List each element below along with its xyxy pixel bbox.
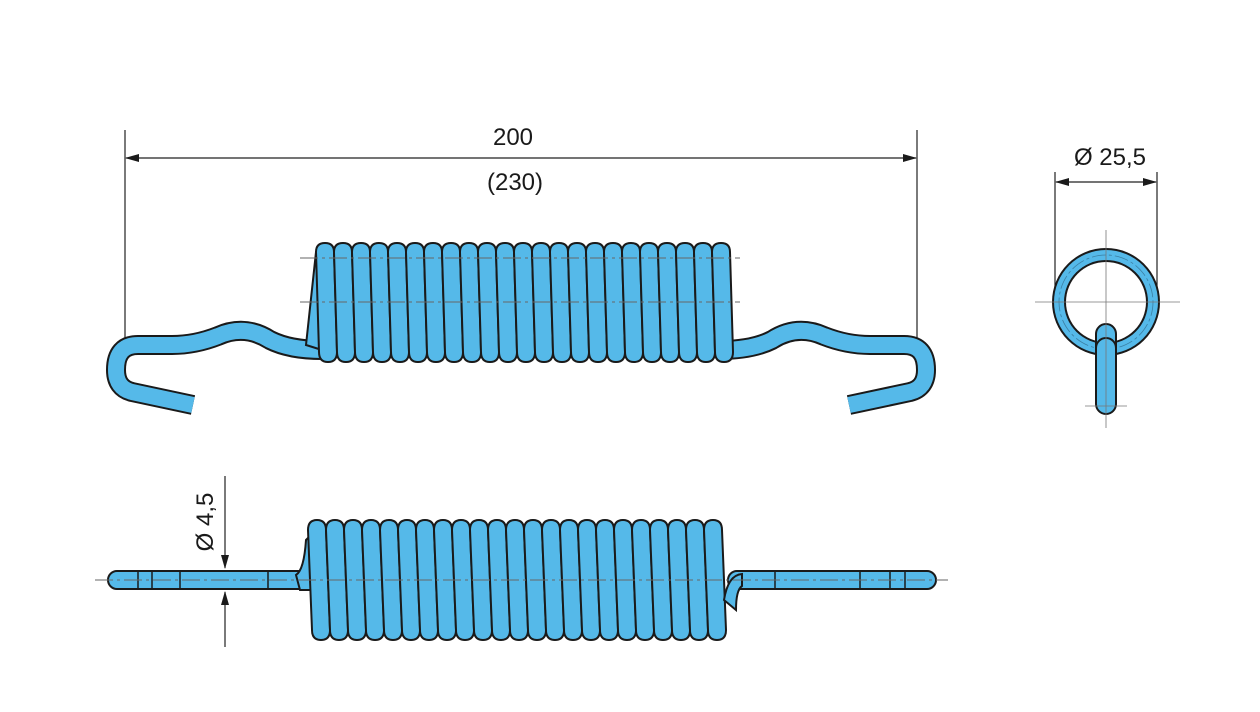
spring-side-view-coils — [294, 518, 743, 642]
length-label: 200 — [493, 124, 533, 151]
coil-turn — [710, 241, 735, 364]
coil-tail — [722, 572, 743, 613]
wire-diameter-dimension: Ø 4,5 — [192, 476, 229, 647]
wire-diameter-label: Ø 4,5 — [192, 493, 219, 552]
spring-top-view-hooks — [106, 320, 936, 415]
coil-diameter-label: Ø 25,5 — [1074, 144, 1146, 171]
spring-top-view-coils — [304, 241, 735, 364]
length-dimension: 200 (230) — [124, 124, 918, 348]
length-alt-label: (230) — [487, 169, 543, 196]
spring-end-view: Ø 25,5 — [1035, 144, 1180, 428]
